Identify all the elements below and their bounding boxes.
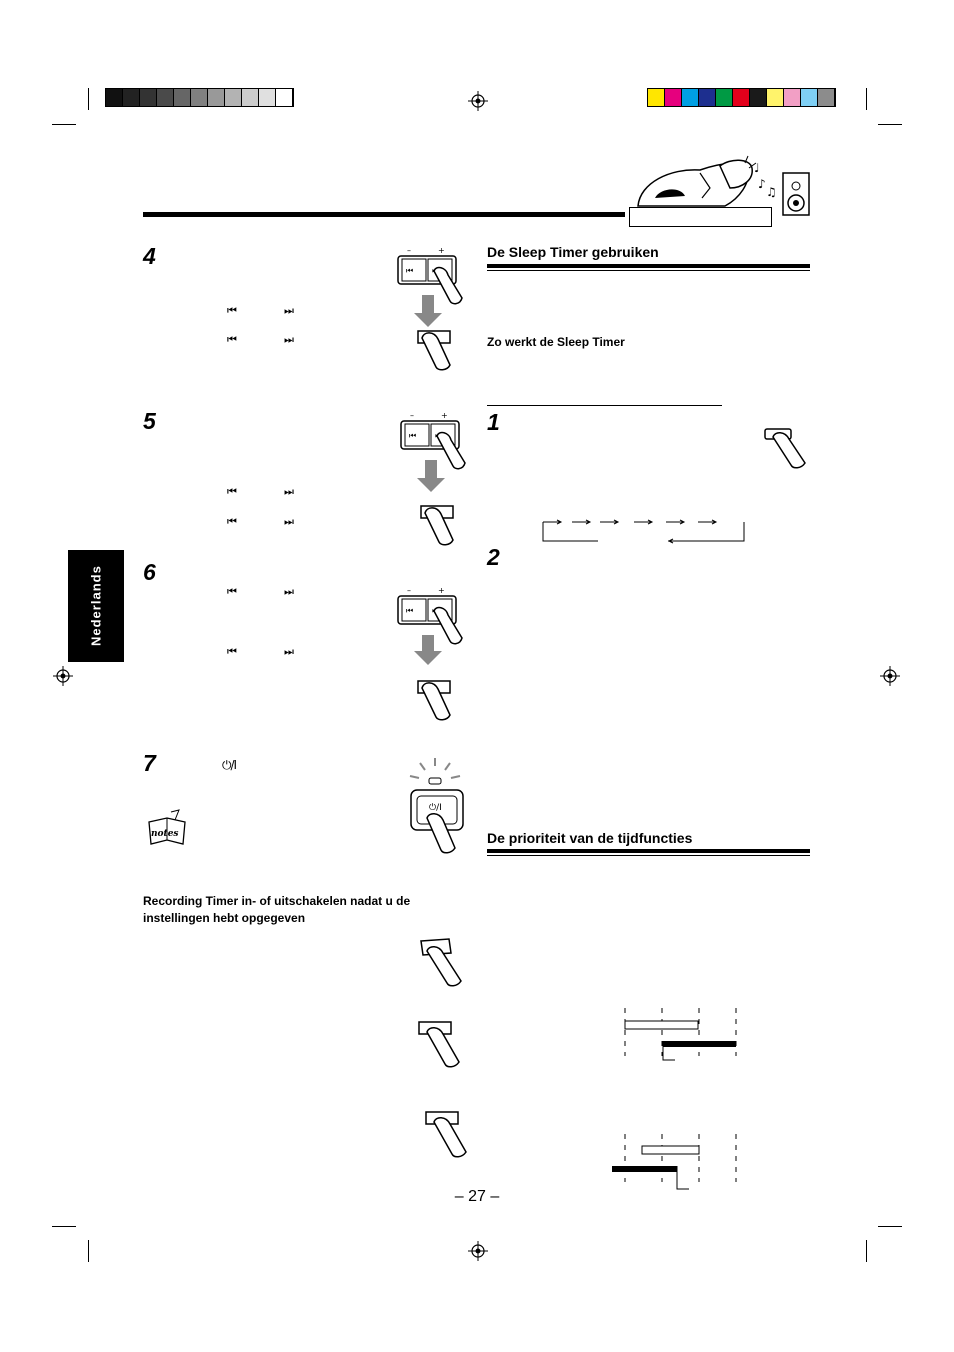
skip-forward-icon: ⏭ [284, 333, 294, 346]
svg-text:♫: ♫ [766, 185, 777, 199]
svg-text:–: – [410, 411, 414, 420]
skip-forward-icon: ⏭ [284, 304, 294, 317]
finger-press-illustration [764, 428, 806, 469]
registration-target-icon [468, 91, 488, 111]
header-label-box [629, 207, 772, 227]
skip-forward-icon: ⏭ [284, 515, 294, 528]
step-number: 1 [487, 409, 500, 435]
skip-buttons-press-illustration: – + ⏮ ⏭ [397, 586, 463, 721]
finger-press-illustration [418, 1021, 460, 1068]
skip-back-icon: ⏮ [227, 485, 237, 498]
section-rule [487, 264, 810, 268]
skip-back-icon: ⏮ [227, 585, 237, 598]
crop-mark-bl-h [52, 1226, 76, 1227]
step-number: 6 [143, 559, 156, 585]
notes-icon: notes [148, 809, 186, 845]
step-number: 4 [143, 243, 156, 269]
power-icon: ⏻/I [222, 758, 237, 772]
skip-forward-icon: ⏭ [284, 585, 294, 598]
language-side-tab-label: Nederlands [88, 565, 104, 647]
section-rule-thin [487, 855, 810, 856]
crop-mark-bl-v [88, 1240, 89, 1262]
sleep-cycle-diagram [542, 519, 745, 544]
crop-mark-tl-h [52, 124, 76, 125]
skip-forward-icon: ⏭ [284, 485, 294, 498]
sleeping-person-illustration: ♩ ♪ ♫ [637, 155, 810, 216]
color-swatch [818, 89, 835, 106]
svg-text:⏮: ⏮ [406, 266, 413, 275]
svg-text:⏮: ⏮ [406, 606, 413, 615]
section-rule-thin [487, 270, 810, 271]
step-number: 7 [143, 750, 156, 776]
color-swatch [733, 89, 750, 106]
svg-text:♪: ♪ [758, 177, 766, 191]
gray-swatch [208, 89, 225, 106]
registration-target-icon [53, 666, 73, 686]
svg-text:+: + [438, 246, 445, 255]
crop-mark-tr-v [866, 88, 867, 110]
notes-label: notes [151, 829, 179, 839]
gray-swatch [242, 89, 259, 106]
power-button-press-illustration: ⏻/I [409, 758, 464, 854]
skip-forward-icon: ⏭ [284, 645, 294, 658]
color-bar [647, 88, 836, 107]
svg-text:+: + [441, 411, 448, 420]
timer-priority-diagram [612, 1134, 737, 1190]
svg-text:♩: ♩ [754, 161, 760, 175]
color-swatch [716, 89, 733, 106]
header-rule [143, 212, 625, 217]
divider [487, 405, 722, 406]
skip-back-icon: ⏮ [227, 333, 237, 346]
color-swatch [648, 89, 665, 106]
crop-mark-tr-h [878, 124, 902, 125]
gray-swatch [191, 89, 208, 106]
finger-press-illustration [425, 1111, 467, 1158]
svg-text:⏻/I: ⏻/I [429, 802, 442, 813]
skip-buttons-press-illustration: – + ⏮ ⏭ [400, 411, 466, 546]
skip-back-icon: ⏮ [227, 304, 237, 317]
registration-target-icon [468, 1241, 488, 1261]
skip-buttons-press-illustration: – + ⏮ ⏭ [397, 246, 463, 371]
grayscale-bar [105, 88, 294, 107]
step-number: 2 [487, 544, 500, 570]
crop-mark-tl-v [88, 88, 89, 110]
gray-swatch [106, 89, 123, 106]
step-number: 5 [143, 408, 156, 434]
gray-swatch [157, 89, 174, 106]
recording-timer-heading: Recording Timer in- of uitschakelen nada… [143, 894, 411, 925]
page-number: – 27 – [454, 1188, 500, 1205]
gray-swatch [259, 89, 276, 106]
crop-mark-br-h [878, 1226, 902, 1227]
color-swatch [682, 89, 699, 106]
skip-back-icon: ⏮ [227, 515, 237, 528]
gray-swatch [174, 89, 191, 106]
crop-mark-br-v [866, 1240, 867, 1262]
color-swatch [767, 89, 784, 106]
section-rule [487, 849, 810, 853]
sleep-timer-heading: De Sleep Timer gebruiken [487, 244, 659, 260]
gray-swatch [225, 89, 242, 106]
svg-text:–: – [407, 246, 411, 255]
color-swatch [784, 89, 801, 106]
gray-swatch [140, 89, 157, 106]
priority-heading: De prioriteit van de tijdfuncties [487, 830, 693, 846]
color-swatch [699, 89, 716, 106]
color-swatch [665, 89, 682, 106]
sleep-timer-subheading: Zo werkt de Sleep Timer [487, 335, 625, 349]
timer-priority-diagram [624, 1008, 737, 1061]
registration-target-icon [880, 666, 900, 686]
svg-text:⏮: ⏮ [409, 431, 416, 440]
svg-text:+: + [438, 586, 445, 595]
color-swatch [801, 89, 818, 106]
skip-back-icon: ⏮ [227, 645, 237, 658]
gray-swatch [123, 89, 140, 106]
language-side-tab [68, 550, 124, 662]
color-swatch [750, 89, 767, 106]
finger-press-illustration [420, 938, 462, 987]
gray-swatch [276, 89, 293, 106]
svg-text:–: – [407, 586, 411, 595]
